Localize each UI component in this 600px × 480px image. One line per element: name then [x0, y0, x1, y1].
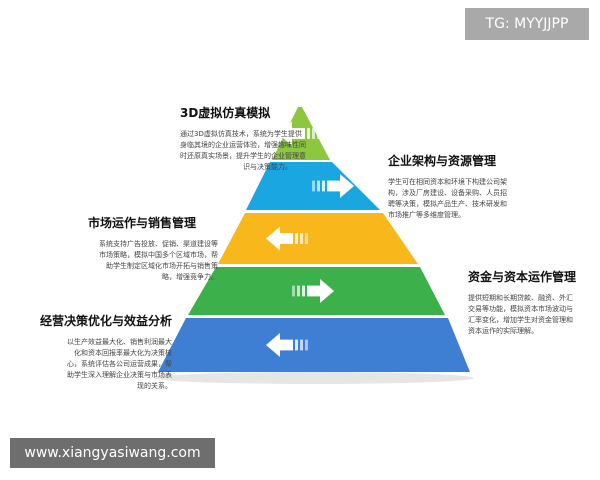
arrow-stripe: [297, 285, 300, 297]
arrow-head: [278, 121, 292, 146]
pyramid-shadow: [154, 372, 474, 384]
arrow-stripe: [292, 285, 295, 297]
level-2-desc-line: 市场推广等多维度管理。: [388, 211, 465, 219]
watermark-top: TG: MYYJJPP: [465, 8, 589, 40]
arrow-stripe: [317, 180, 320, 192]
arrow-left-icon: [266, 226, 308, 251]
level-1-text: 3D虚拟仿真模拟 通过3D虚拟仿真技术，系统为学生提供 身临其境的企业运营体验，…: [180, 104, 306, 173]
level-5-desc-line: 以生产效益最大化、销售利润最大: [67, 338, 172, 346]
watermark-bottom: www.xiangyasiwang.com: [10, 438, 215, 468]
level-4-desc-line: 资本运作的实际理解。: [468, 327, 538, 335]
arrow-head: [320, 279, 334, 303]
arrow-shaft: [327, 180, 340, 192]
arrow-stripe: [300, 233, 303, 244]
level-1-desc-line: 识与决策能力。: [243, 163, 292, 171]
level-4-desc-line: 交易等功能，模拟资本市场波动与: [468, 305, 573, 313]
pyramid-level-5: [158, 318, 470, 372]
level-3-title: 市场运作与销售管理: [88, 216, 197, 230]
level-2-description: 学生可在相同资本和环境下构建公司架 构，涉及厂房建设、设备采购、人员招 聘等决策…: [388, 177, 518, 221]
arrow-head: [266, 333, 280, 357]
level-3-desc-line: 助学生制定区域化市场开拓与销售策: [106, 262, 218, 270]
arrow-left-icon: [266, 333, 308, 357]
arrow-stripe: [305, 233, 308, 244]
level-5-description: 以生产效益最大化、销售利润最大 化和资本回报率最大化为决策核 心，系统评估各公司…: [40, 337, 172, 392]
level-2-desc-line: 聘等决策，模拟产品生产、技术研发和: [388, 200, 507, 208]
level-2-title: 企业架构与资源管理: [388, 154, 497, 168]
arrow-right-icon: [292, 279, 334, 303]
arrow-shaft: [280, 339, 293, 351]
arrow-stripe: [312, 180, 315, 192]
arrow-right-icon: [312, 174, 354, 198]
level-5-title: 经营决策优化与效益分析: [40, 314, 173, 328]
arrow-stripe: [312, 128, 315, 139]
level-2-desc-line: 学生可在相同资本和环境下构建公司架: [388, 178, 507, 186]
level-1-desc-line: 身临其境的企业运营体验，增强趣味性同: [180, 141, 306, 149]
level-4-desc-line: 提供短期和长期贷款、融资、外汇: [468, 294, 573, 302]
arrow-head: [266, 226, 280, 251]
arrow-stripe: [307, 128, 310, 139]
arrow-shaft: [280, 233, 293, 244]
level-3-text: 市场运作与销售管理 系统支持广告投放、促销、渠道建设等 市场策略，模拟中国多个区…: [88, 214, 218, 283]
arrow-left-icon: [278, 121, 320, 146]
level-3-desc-line: 系统支持广告投放、促销、渠道建设等: [99, 240, 218, 248]
level-1-title: 3D虚拟仿真模拟: [180, 106, 271, 120]
arrow-stripe: [300, 339, 303, 351]
arrow-stripe: [305, 339, 308, 351]
level-3-desc-line: 市场策略，模拟中国多个区域市场，帮: [99, 251, 218, 259]
arrow-stripe: [322, 180, 325, 192]
level-5-desc-line: 现的关系。: [137, 382, 172, 390]
level-1-desc-line: 时还原真实场景，提升学生的企业管理意: [180, 152, 306, 160]
level-3-desc-line: 略，增强竞争力。: [162, 273, 218, 281]
arrow-stripe: [295, 339, 298, 351]
level-4-desc-line: 汇率变化，增加学生对资金管理和: [468, 316, 573, 324]
level-4-text: 资金与资本运作管理 提供短期和长期贷款、融资、外汇 交易等功能，模拟资本市场波动…: [468, 268, 583, 337]
pyramid-level-3: [218, 213, 418, 264]
arrow-stripe: [302, 285, 305, 297]
level-4-title: 资金与资本运作管理: [468, 270, 577, 284]
level-3-description: 系统支持广告投放、促销、渠道建设等 市场策略，模拟中国多个区域市场，帮 助学生制…: [88, 239, 218, 283]
level-1-desc-line: 通过3D虚拟仿真技术，系统为学生提供: [180, 130, 302, 138]
level-4-description: 提供短期和长期贷款、融资、外汇 交易等功能，模拟资本市场波动与 汇率变化，增加学…: [468, 293, 583, 337]
level-1-description: 通过3D虚拟仿真技术，系统为学生提供 身临其境的企业运营体验，增强趣味性同 时还…: [180, 129, 306, 173]
level-5-desc-line: 心，系统评估各公司运营成果，帮: [67, 360, 172, 368]
arrow-stripe: [317, 128, 320, 139]
level-5-text: 经营决策优化与效益分析 以生产效益最大化、销售利润最大 化和资本回报率最大化为决…: [40, 312, 172, 392]
level-5-desc-line: 化和资本回报率最大化为决策核: [74, 349, 172, 357]
arrow-stripe: [295, 233, 298, 244]
level-2-text: 企业架构与资源管理 学生可在相同资本和环境下构建公司架 构，涉及厂房建设、设备采…: [388, 152, 518, 221]
level-5-desc-line: 助学生深入理解企业决策与市场表: [67, 371, 172, 379]
arrow-head: [340, 174, 354, 198]
arrow-shaft: [307, 285, 320, 297]
level-2-desc-line: 构，涉及厂房建设、设备采购、人员招: [388, 189, 507, 197]
arrow-shaft: [292, 128, 305, 139]
